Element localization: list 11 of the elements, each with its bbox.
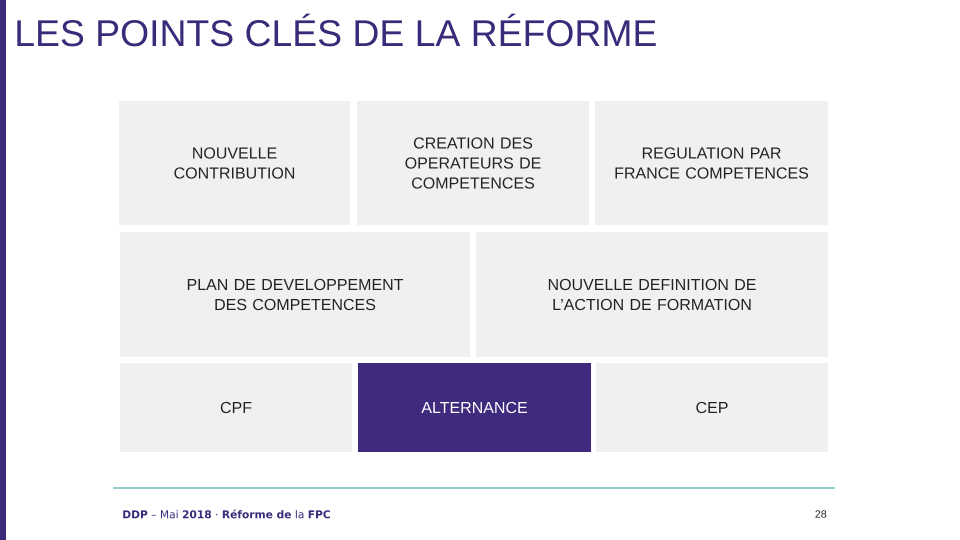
footer-text: DDP – Mai 2018 · Réforme de la FPC xyxy=(123,510,330,518)
topic-box: CREATION DES OPERATEURS DE COMPETENCES xyxy=(357,101,589,225)
topic-box: REGULATION PAR FRANCE COMPETENCES xyxy=(594,101,828,225)
topic-box: NOUVELLE CONTRIBUTION xyxy=(119,101,350,225)
topic-box: NOUVELLE DEFINITION DE L’ACTION DE FORMATION xyxy=(476,232,828,358)
topic-box: ALTERNANCE xyxy=(358,362,592,452)
page-number: 28 xyxy=(815,510,826,518)
topic-box: CPF xyxy=(120,362,352,452)
topic-box: PLAN DE DEVELOPPEMENT DES COMPETENCES xyxy=(120,232,470,358)
slide-title: LES POINTS CLÉS DE LA RÉFORME xyxy=(17,14,656,46)
topic-box: CEP xyxy=(596,362,828,452)
